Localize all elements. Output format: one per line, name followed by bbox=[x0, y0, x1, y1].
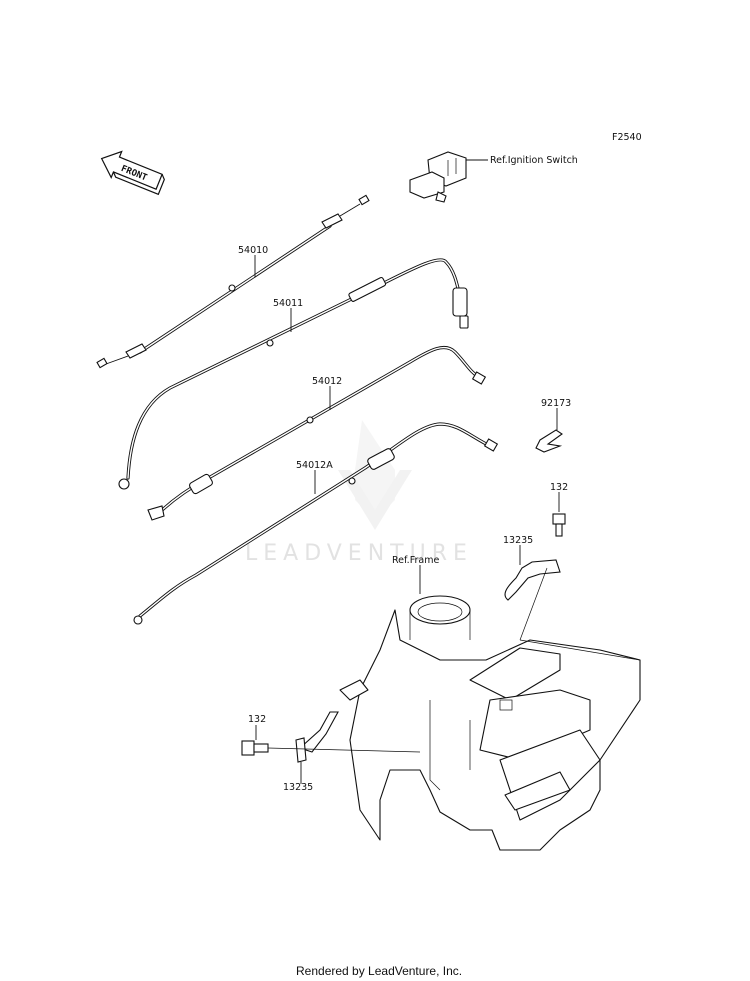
bracket-13235-lower-drawing bbox=[295, 711, 339, 763]
clip-92173-drawing bbox=[535, 429, 563, 453]
cable-54010 bbox=[96, 194, 370, 369]
cable-54012 bbox=[147, 346, 487, 521]
callout-132-upper: 132 bbox=[550, 482, 568, 493]
frame-callout: Ref.Frame bbox=[392, 555, 439, 566]
callout-13235-lower: 13235 bbox=[283, 782, 313, 793]
cable-54012A bbox=[133, 422, 499, 625]
frame-drawing bbox=[339, 595, 641, 851]
bolt-132-lower-drawing bbox=[241, 740, 269, 756]
bolt-132-upper-drawing bbox=[552, 513, 566, 537]
figure-code: F2540 bbox=[612, 132, 642, 143]
ignition-switch-drawing bbox=[409, 151, 467, 203]
callout-54012: 54012 bbox=[312, 376, 342, 387]
callout-132-lower: 132 bbox=[248, 714, 266, 725]
callout-54011: 54011 bbox=[273, 298, 303, 309]
cable-54011 bbox=[118, 258, 469, 490]
callout-54012A: 54012A bbox=[296, 460, 333, 471]
callout-92173: 92173 bbox=[541, 398, 571, 409]
watermark-text: LEADVENTURE bbox=[245, 541, 473, 566]
watermark-logo bbox=[338, 420, 412, 530]
ignition-switch-callout: Ref.Ignition Switch bbox=[490, 155, 578, 166]
callout-13235-upper: 13235 bbox=[503, 535, 533, 546]
bracket-13235-upper-drawing bbox=[504, 559, 561, 601]
front-arrow-icon: FRONT bbox=[100, 150, 165, 196]
callout-54010: 54010 bbox=[238, 245, 268, 256]
footer-credit: Rendered by LeadVenture, Inc. bbox=[296, 964, 462, 978]
